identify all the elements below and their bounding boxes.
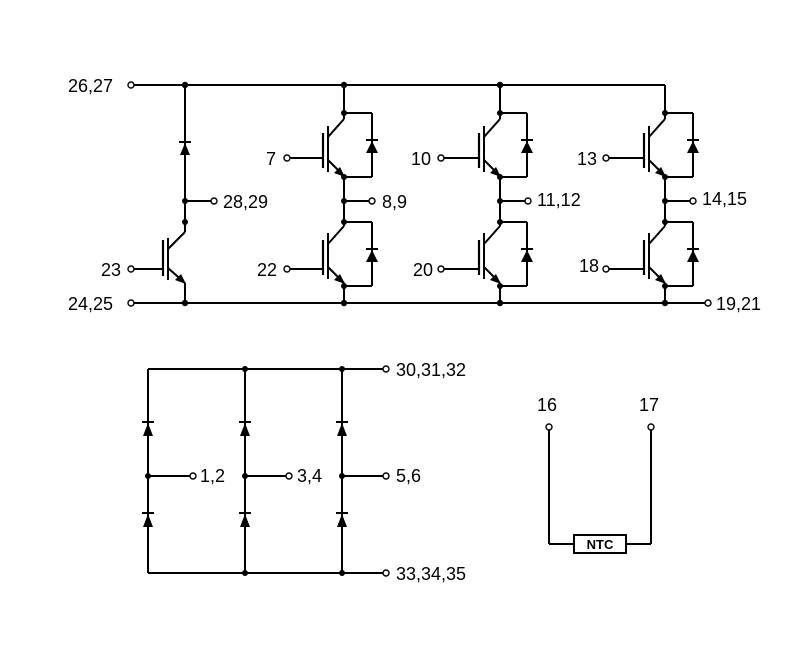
pin-13-terminal — [602, 154, 610, 162]
top-rails — [134, 84, 705, 304]
pin-14-15-terminal — [689, 197, 697, 205]
pin-8-9-terminal — [368, 197, 376, 205]
pin-label-20: 20 — [413, 260, 433, 280]
pin-30-31-32-terminal — [382, 365, 390, 373]
pin-label-28-29: 28,29 — [223, 192, 268, 212]
pin-10-terminal — [437, 154, 445, 162]
pin-label-33-34-35: 33,34,35 — [396, 564, 466, 584]
rectifier-labels: 30,31,32 33,34,35 1,2 3,4 5,6 — [200, 360, 466, 584]
pin-label-13: 13 — [577, 149, 597, 169]
pin-label-24-25: 24,25 — [68, 294, 113, 314]
pin-23-terminal — [127, 265, 135, 273]
pin-7-terminal — [283, 154, 291, 162]
pin-16-terminal — [545, 423, 553, 431]
pin-label-22: 22 — [257, 260, 277, 280]
pin-24-25-terminal — [127, 299, 135, 307]
ntc-thermistor: NTC 16 17 — [537, 395, 659, 554]
rectifier-diode — [143, 423, 153, 436]
top-pin-terminals — [127, 81, 712, 307]
pin-33-34-35-terminal — [382, 569, 390, 577]
pin-28-29-terminal — [210, 197, 218, 205]
pin-label-19-21: 19,21 — [716, 294, 761, 314]
rectifier-bridge — [142, 365, 390, 577]
pin-5-6-terminal — [382, 472, 390, 480]
pin-22-terminal — [283, 265, 291, 273]
brake-diode — [180, 143, 190, 155]
top-labels: 26,27 24,25 23 28,29 7 22 8,9 10 20 11,1… — [68, 76, 761, 314]
pin-18-terminal — [602, 265, 610, 273]
pin-label-16: 16 — [537, 395, 557, 415]
inverter-leg-1 — [283, 81, 378, 307]
pin-11-12-terminal — [524, 197, 532, 205]
pin-1-2-terminal — [189, 472, 197, 480]
pin-label-1-2: 1,2 — [200, 466, 225, 486]
pin-3-4-terminal — [285, 472, 293, 480]
pin-label-7: 7 — [266, 149, 276, 169]
pin-label-11-12: 11,12 — [537, 190, 581, 210]
pin-label-30-31-32: 30,31,32 — [396, 360, 466, 380]
rectifier-diode — [240, 514, 250, 527]
rectifier-diode — [337, 514, 347, 527]
inverter-leg-3 — [602, 85, 699, 307]
rectifier-diode — [143, 514, 153, 527]
pin-19-21-terminal — [704, 299, 712, 307]
pin-label-14-15: 14,15 — [702, 189, 747, 209]
pin-20-terminal — [437, 265, 445, 273]
pin-label-23: 23 — [101, 260, 121, 280]
rectifier-diode — [240, 423, 250, 436]
pin-label-18: 18 — [579, 256, 599, 276]
ntc-resistor-box — [573, 534, 627, 554]
pin-label-26-27: 26,27 — [68, 76, 113, 96]
pin-label-3-4: 3,4 — [297, 466, 322, 486]
pin-label-17: 17 — [639, 395, 659, 415]
pin-label-8-9: 8,9 — [382, 192, 407, 212]
ntc-label: NTC — [587, 537, 614, 552]
rectifier-diode — [337, 423, 347, 436]
pin-17-terminal — [647, 423, 655, 431]
pin-label-5-6: 5,6 — [396, 466, 421, 486]
pin-label-10: 10 — [411, 149, 431, 169]
brake-chopper — [127, 81, 218, 307]
inverter-leg-2 — [437, 81, 533, 307]
pin-26-27-terminal — [127, 81, 135, 89]
